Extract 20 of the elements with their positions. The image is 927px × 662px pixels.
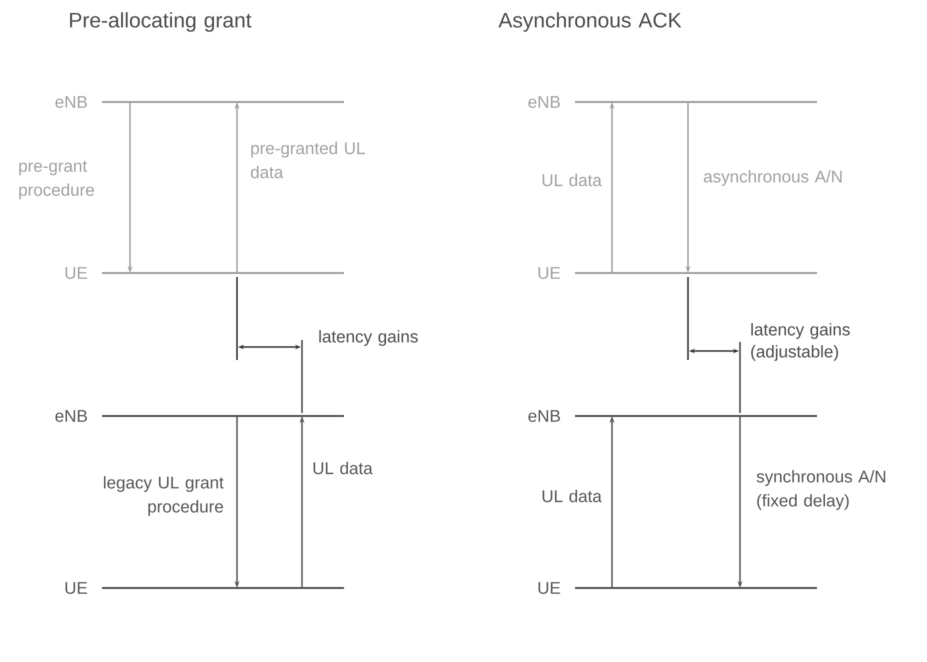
timeline: UE xyxy=(538,267,817,279)
edge-label: legacy UL grant procedure xyxy=(104,476,224,516)
edge-label: asynchronous A/N xyxy=(704,170,842,186)
dimension-label: latency gains xyxy=(319,330,418,346)
panel-title: Asynchronous ACK xyxy=(498,12,682,32)
timeline: eNB xyxy=(55,96,344,108)
dimension-label: latency gains (adjustable) xyxy=(751,323,850,361)
edge-label: pre-grant procedure xyxy=(19,160,94,200)
edge-label: synchronous A/N (fixed delay) xyxy=(756,470,886,510)
edge-label: UL data xyxy=(314,462,373,474)
timeline: eNB xyxy=(528,410,817,422)
timeline: UE xyxy=(538,582,817,594)
edge-label: UL data xyxy=(542,174,602,186)
timeline: eNB xyxy=(55,410,344,422)
edge-label: UL data xyxy=(542,490,602,502)
timeline: UE xyxy=(66,582,344,594)
edge-label: pre-granted UL data xyxy=(250,142,365,178)
timeline: eNB xyxy=(528,96,817,108)
panel-title: Pre-allocating grant xyxy=(70,12,252,32)
timeline: UE xyxy=(66,267,344,279)
